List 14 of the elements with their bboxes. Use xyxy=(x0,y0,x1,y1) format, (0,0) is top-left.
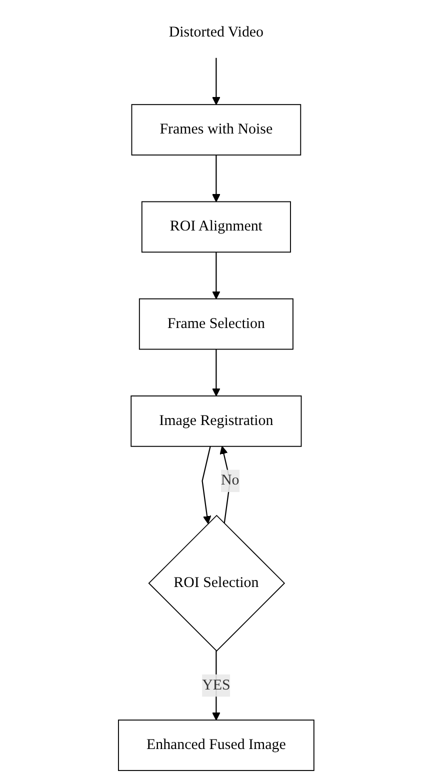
node-box: Enhanced Fused Image xyxy=(118,720,315,771)
arrow xyxy=(212,349,221,396)
node-diamond: ROI Selection xyxy=(148,514,286,652)
arrow xyxy=(212,252,221,300)
node-box: Image Registration xyxy=(130,395,302,447)
node-box: ROI Alignment xyxy=(142,201,292,253)
node-text: Distorted Video xyxy=(169,24,264,40)
arrow xyxy=(202,446,212,524)
arrow xyxy=(212,155,221,202)
edge-label: No xyxy=(221,472,240,488)
node-box: Frame Selection xyxy=(139,298,294,350)
node-box: Frames with Noise xyxy=(132,104,302,156)
arrow xyxy=(212,58,221,105)
edge-label: YES xyxy=(202,677,231,693)
